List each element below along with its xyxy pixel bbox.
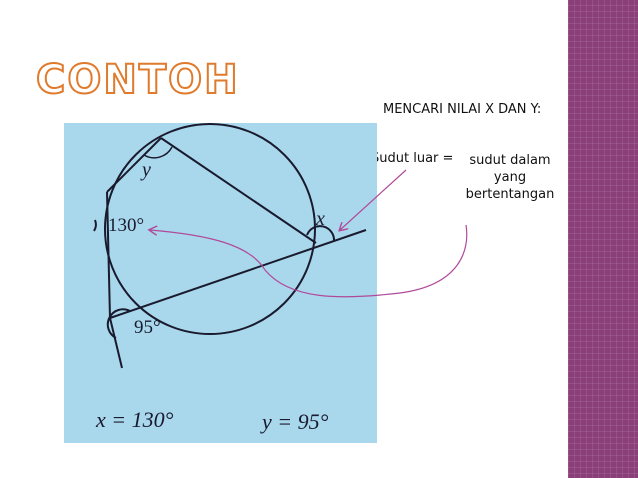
side-left bbox=[106, 191, 111, 319]
note-line-2: yang bbox=[493, 170, 527, 185]
heading-text: MENCARI NILAI X DAN Y: bbox=[383, 102, 542, 117]
angle-mark-95 bbox=[106, 308, 131, 339]
answer-y: y = 95° bbox=[260, 409, 329, 434]
answer-x: x = 130° bbox=[95, 407, 174, 432]
circle-quadrilateral-diagram: y x 130° 95° x = 130° y = 95° bbox=[93, 123, 367, 434]
angle-mark-130 bbox=[93, 219, 97, 232]
side-extension bbox=[109, 317, 123, 369]
label-y: y bbox=[140, 159, 151, 181]
angle-mark-y bbox=[143, 146, 173, 159]
label-x: x bbox=[315, 208, 325, 230]
label-95-degrees: 95° bbox=[134, 317, 161, 338]
note-opposite-interior-angle: sudut dalam yang bertentangan bbox=[458, 152, 562, 203]
secant-line bbox=[109, 229, 367, 319]
note-line-3: bertentangan bbox=[465, 187, 555, 202]
label-130-degrees: 130° bbox=[108, 215, 144, 236]
slide-title: CONTOH bbox=[35, 56, 240, 104]
side-upper-left bbox=[106, 137, 162, 193]
figure-panel: y x 130° 95° x = 130° y = 95° bbox=[64, 123, 377, 443]
decorative-side-bar bbox=[568, 0, 638, 478]
note-exterior-angle: Sudut luar = bbox=[371, 151, 454, 166]
note-line-1: sudut dalam bbox=[469, 153, 551, 168]
side-top bbox=[160, 137, 317, 244]
